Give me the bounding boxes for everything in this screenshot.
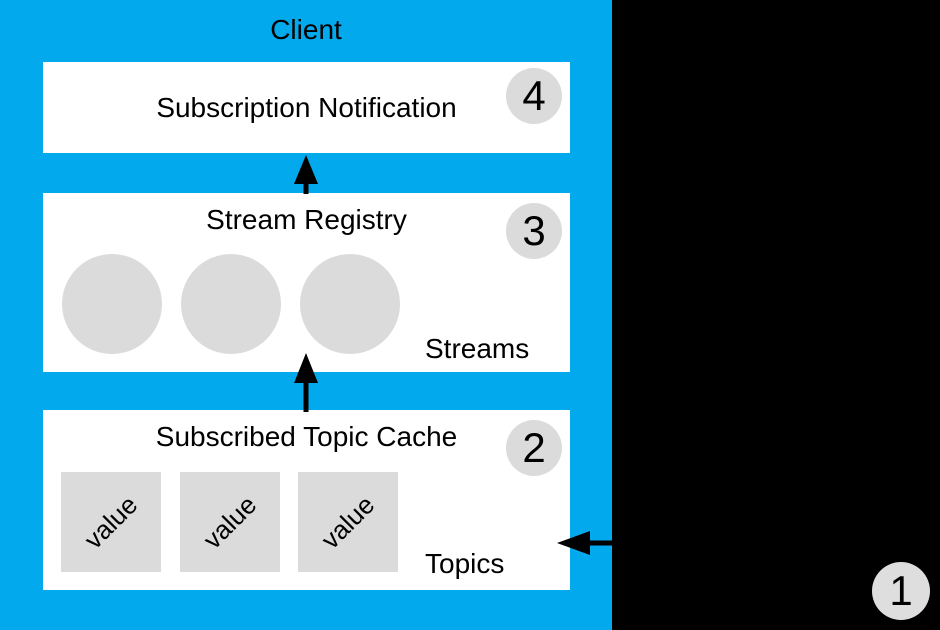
step-badge-2: 2 xyxy=(506,420,562,476)
stream-circle xyxy=(62,254,162,354)
step-badge-4: 4 xyxy=(506,68,562,124)
subscribed-topic-cache-box: Subscribed Topic Cache 2 value value val… xyxy=(43,410,570,590)
topic-value-cell: value xyxy=(180,472,280,572)
stream-registry-title: Stream Registry xyxy=(206,204,407,235)
topic-value-cell: value xyxy=(298,472,398,572)
topic-value-label: value xyxy=(197,489,263,555)
stream-registry-box: Stream Registry 3 Streams xyxy=(43,193,570,372)
topic-value-label: value xyxy=(78,489,144,555)
arrow-incoming-to-topics xyxy=(557,531,940,555)
streams-caption: Streams xyxy=(425,333,530,364)
topic-value-label: value xyxy=(315,489,381,555)
stream-circle xyxy=(300,254,400,354)
client-panel: Client Subscription Notification 4 Strea… xyxy=(0,0,612,630)
stream-circle xyxy=(181,254,281,354)
topic-value-cell: value xyxy=(61,472,161,572)
step-badge-1: 1 xyxy=(872,562,930,620)
client-panel-title: Client xyxy=(270,14,342,45)
subscription-notification-title: Subscription Notification xyxy=(156,91,457,123)
step-badge-3: 3 xyxy=(506,203,562,259)
topics-caption: Topics xyxy=(425,548,505,579)
subscription-notification-box: Subscription Notification 4 xyxy=(43,62,570,153)
subscribed-topic-cache-title: Subscribed Topic Cache xyxy=(155,421,458,452)
